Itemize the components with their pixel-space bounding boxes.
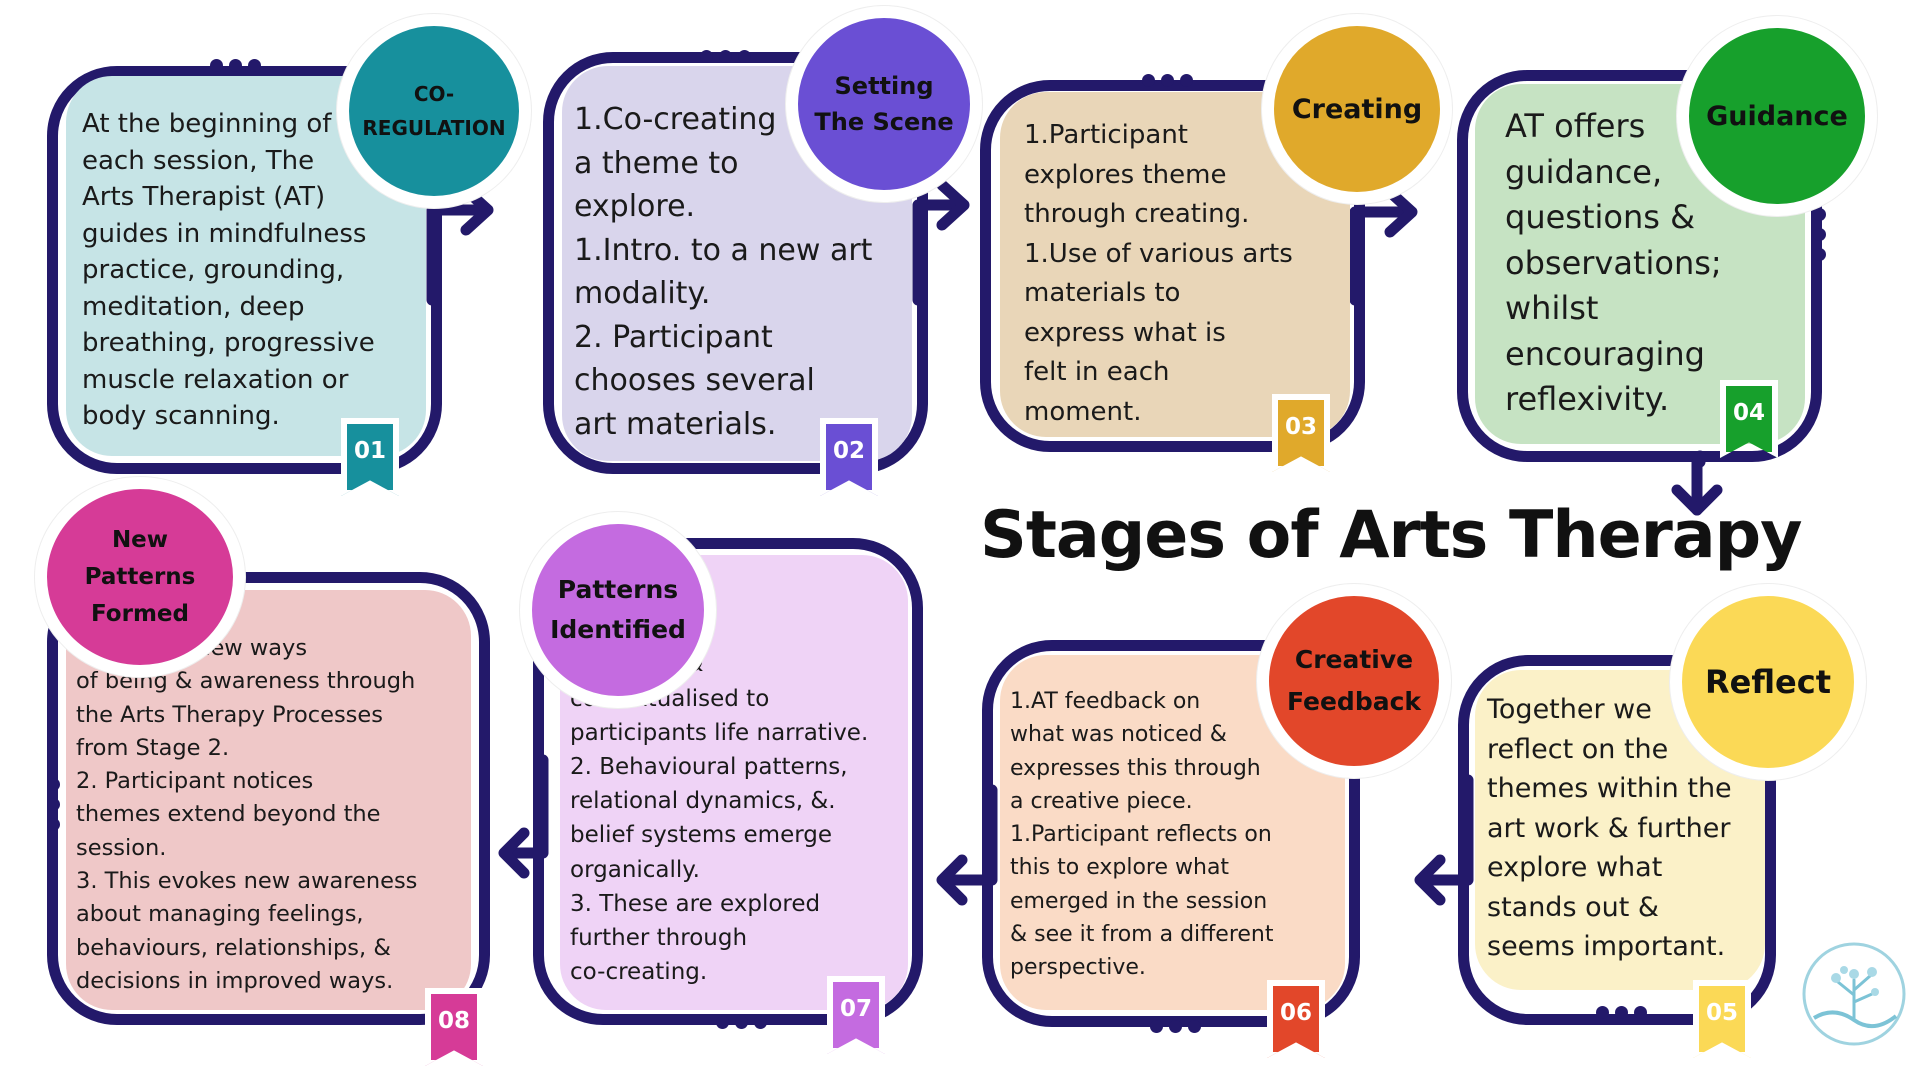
stage-05-card: Together we reflect on the themes within… [1475, 670, 1765, 990]
stage-07-badge: 07 [827, 976, 885, 1054]
arrow-04-to-05 [1691, 450, 1706, 516]
stage-06-label: Creative Feedback [1257, 584, 1451, 778]
dots-01 [210, 59, 261, 72]
stage-03-label: Creating [1262, 14, 1452, 204]
stage-04-frame [1457, 70, 1822, 462]
dots-05 [1596, 1006, 1647, 1019]
arrow-01-to-02 [426, 204, 486, 306]
arrow-06-to-07 [942, 784, 998, 886]
stage-02-text: 1.Co-creating a theme to explore. 1.Intr… [574, 102, 873, 442]
stage-04-text: AT offers guidance, questions & observat… [1505, 107, 1722, 418]
stage-03-card: 1.Participant explores theme through cre… [1000, 92, 1350, 437]
stage-05-text: Together we reflect on the themes within… [1487, 694, 1732, 962]
stage-01-text: At the beginning of each session, The Ar… [82, 109, 375, 431]
dots-03 [1142, 74, 1193, 87]
arrow-03-to-04 [1349, 206, 1411, 306]
dots-07 [716, 1016, 767, 1029]
stage-05-label: Reflect [1670, 584, 1866, 780]
stage-08-label: New Patterns Formed [35, 477, 245, 677]
stage-07-label: Patterns Identified [520, 512, 716, 708]
stage-07-card: 1. Repeated themes identified & contextu… [560, 555, 908, 1010]
arrow-07-to-08 [504, 754, 549, 859]
dots-06 [1150, 1020, 1201, 1033]
arrow-05-to-06 [1419, 774, 1474, 886]
stage-01-label: CO- REGULATION [337, 14, 531, 208]
stage-04-label: Guidance [1677, 16, 1877, 216]
dots-08 [47, 778, 60, 831]
dots-02 [700, 50, 751, 63]
stage-02-label: Setting The Scene [786, 6, 982, 202]
arrow-02-to-03 [912, 199, 964, 306]
dots-04 [1813, 208, 1826, 261]
tree-logo-icon [1800, 940, 1908, 1048]
stage-06-text: 1.AT feedback on what was noticed & expr… [1010, 689, 1274, 981]
stage-08-text: 1. Explore new ways of being & awareness… [76, 635, 418, 994]
stage-03-text: 1.Participant explores theme through cre… [1024, 120, 1293, 427]
page-title: Stages of Arts Therapy [980, 498, 1803, 573]
